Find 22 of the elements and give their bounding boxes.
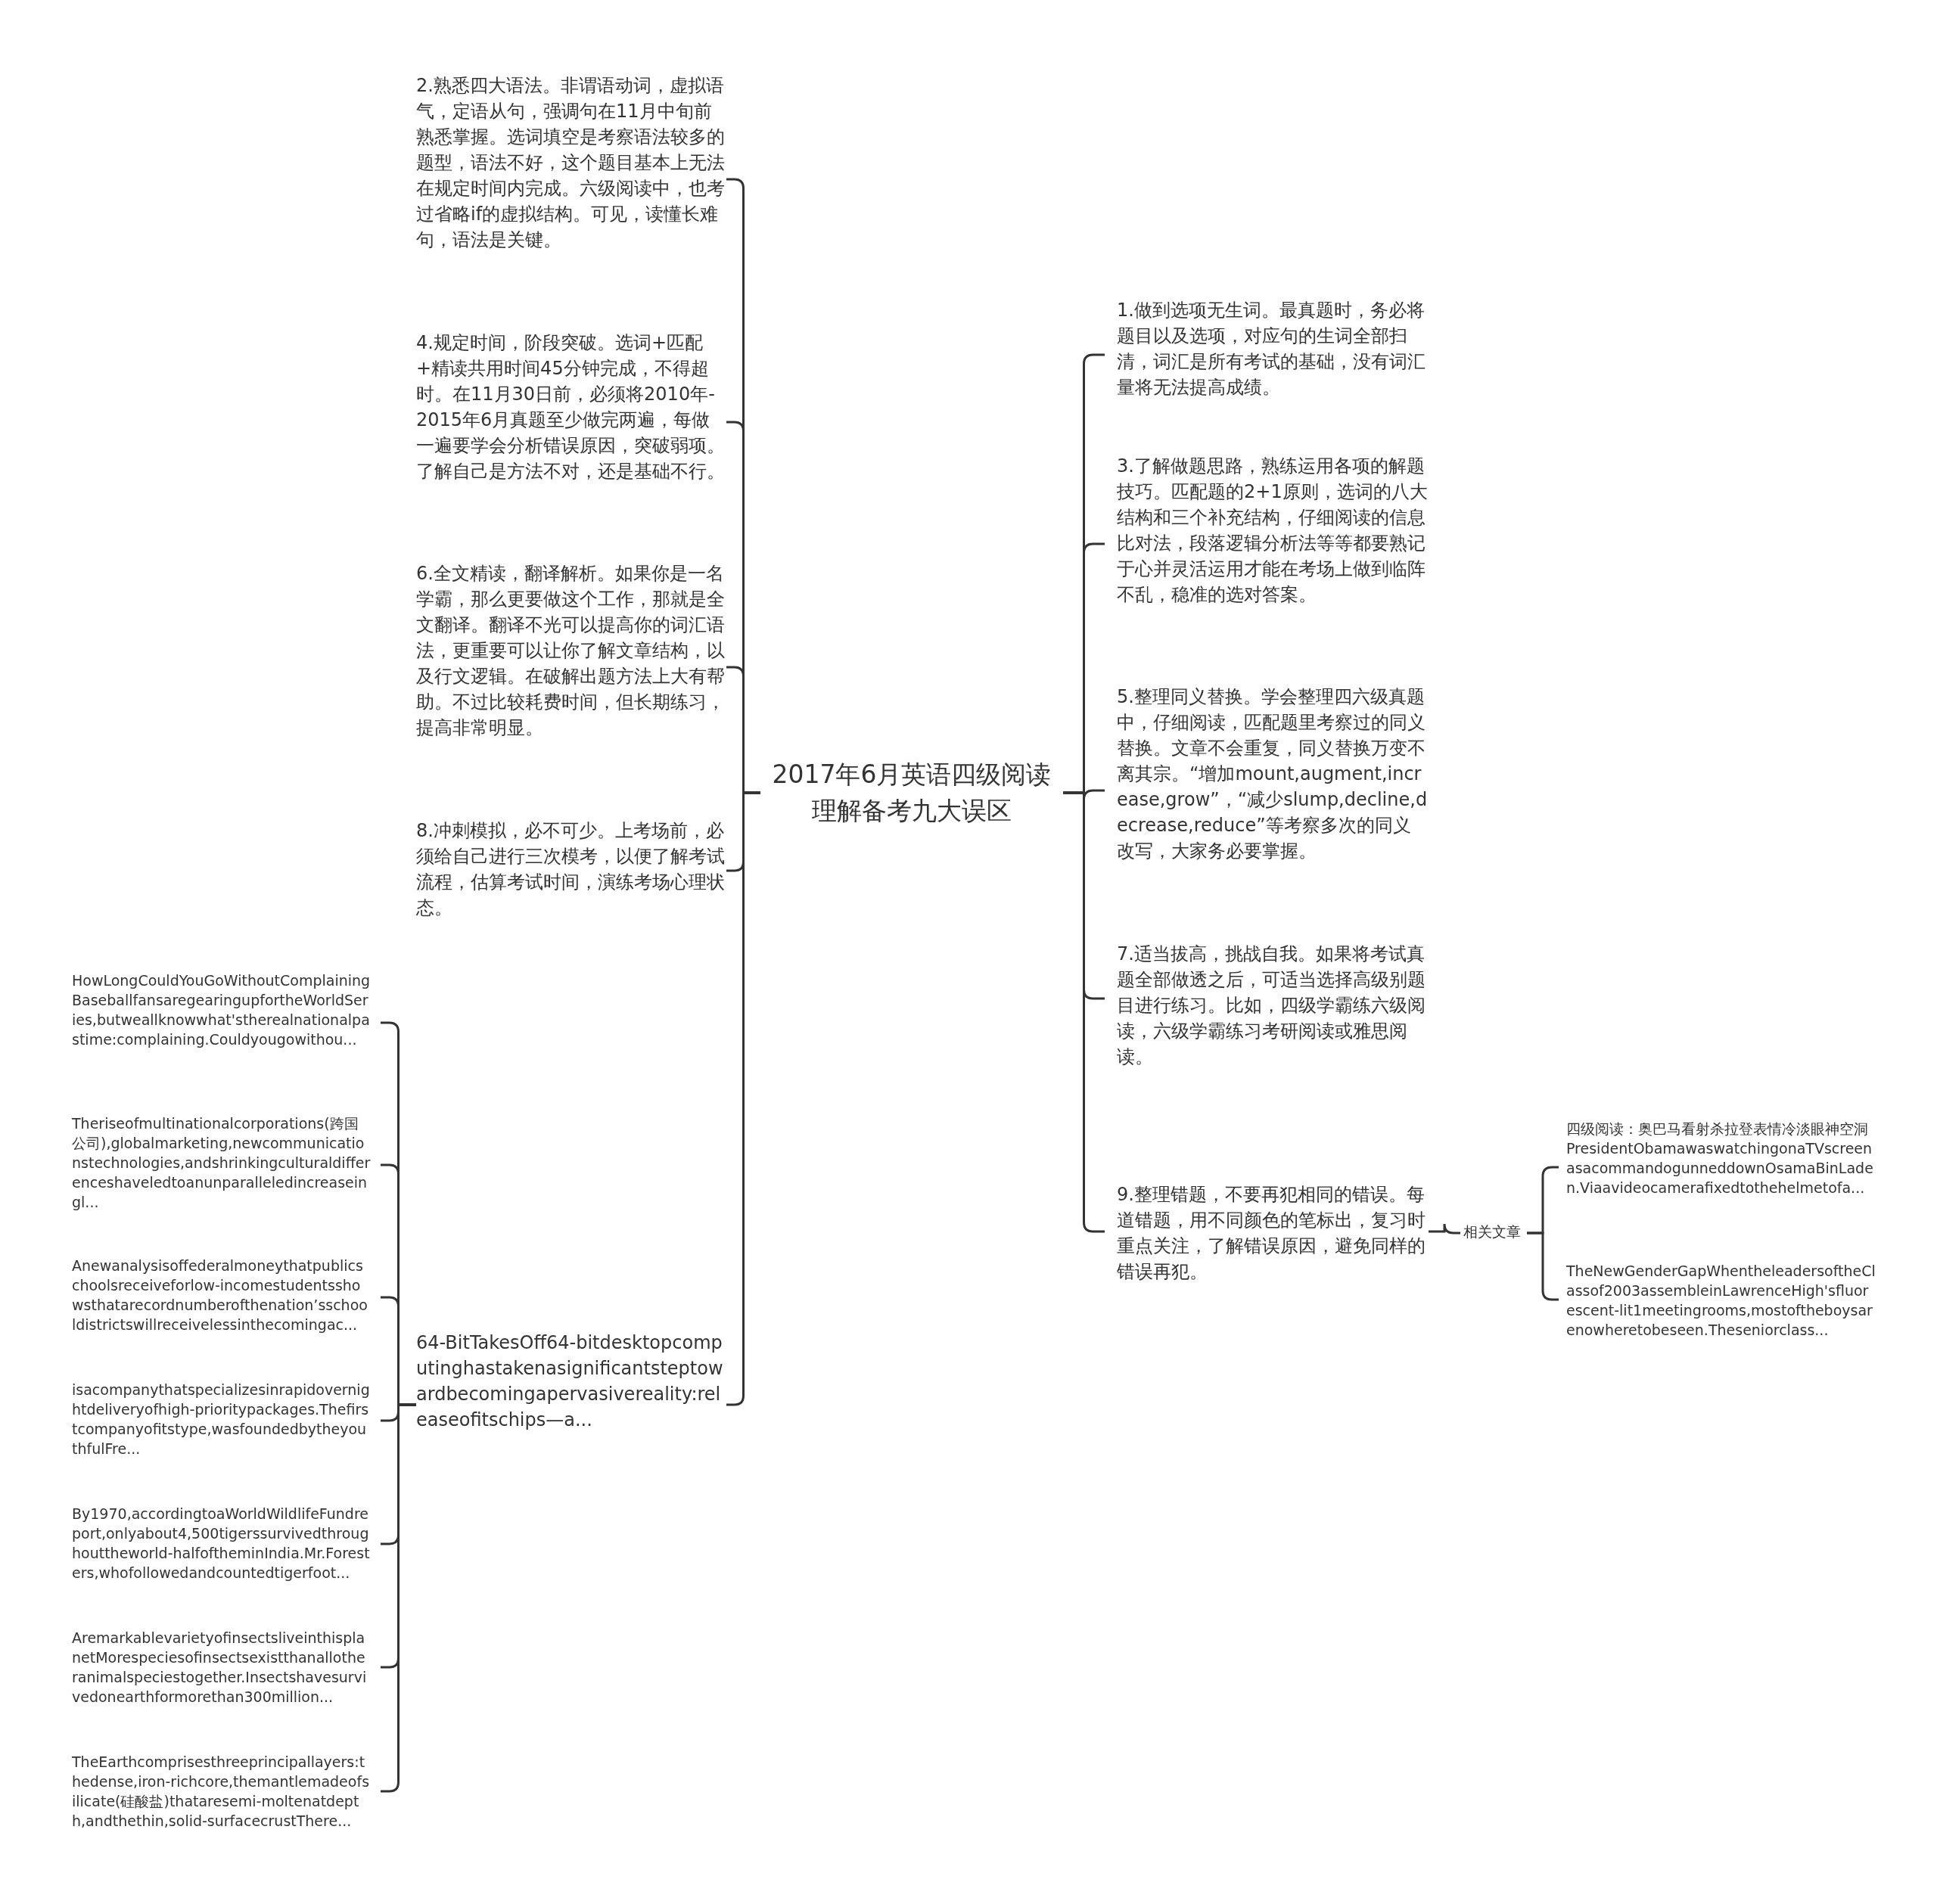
topic-text: 6.全文精读，翻译解析。如果你是一名学霸，那么更要做这个工作，那就是全文翻译。翻译不光可以提高你的词汇语法，更重要可以让你了解文章结构，以及行文逻辑。在破解出题方法上大有帮助。不过比较耗费时间，但长期练习，提高非常明显。: [416, 561, 726, 741]
topic-text: 7.适当拔高，挑战自我。如果将考试真题全部做透之后，可适当选择高级别题目进行练习。比如，四级学霸练六级阅读，六级学霸练习考研阅读或雅思阅读。: [1105, 941, 1429, 1070]
topic-text: 3.了解做题思路，熟练运用各项的解题技巧。匹配题的2+1原则，选词的八大结构和三个补充结构，仔细阅读的信息比对法，段落逻辑分析法等等都要熟记于心并灵活运用才能在考场上做到临阵不乱，稳准的选对答案。: [1105, 453, 1429, 607]
topic-text: TheNewGenderGapWhentheleadersoftheClassof2003assembleinLawrenceHigh'sfluorescent-lit1meetingrooms,mostoftheboysarenowheretobeseen.Theseniorclass...: [1559, 1261, 1876, 1340]
topic-text: 5.整理同义替换。学会整理四六级真题中，仔细阅读，匹配题里考察过的同义替换。文章不会重复，同义替换万变不离其宗。“增加mount,augment,increase,grow”，“减少slump,decline,decrease,reduce”等考察多次的同义改写，大家务必要掌握。: [1105, 684, 1429, 864]
topic-text: 相关文章: [1460, 1222, 1527, 1241]
topic-text: Theriseofmultinationalcorporations(跨国公司),globalmarketing,newcommunicationstechnologies,andshrinkingculturaldifferenceshaveledtoanunparalleledincreaseingl...: [72, 1114, 381, 1212]
topic-text: 8.冲刺模拟，必不可少。上考场前，必须给自己进行三次模考，以便了解考试流程，估算考试时间，演练考场心理状态。: [416, 818, 726, 921]
topic-text: isacompanythatspecializesinrapidovernightdeliveryofhigh-prioritypackages.Thefirstcompanyofitstype,wasfoundedbytheyouthfulFre...: [72, 1380, 381, 1458]
topic-text: By1970,accordingtoaWorldWildlifeFundreport,onlyabout4,500tigerssurvivedthroughouttheworld-halfoftheminIndia.Mr.Foresters,whofollowedandcountedtigerfoot...: [72, 1504, 381, 1583]
topic-text: 4.规定时间，阶段突破。选词+匹配+精读共用时间45分钟完成，不得超时。在11月30日前，必须将2010年-2015年6月真题至少做完两遍，每做一遍要学会分析错误原因，突破弱项。了解自己是方法不对，还是基础不行。: [416, 330, 726, 484]
topic-text: 2.熟悉四大语法。非谓语动词，虚拟语气，定语从句，强调句在11月中旬前熟悉掌握。选词填空是考察语法较多的题型，语法不好，这个题目基本上无法在规定时间内完成。六级阅读中，也考过省略if的虚拟结构。可见，读懂长难句，语法是关键。: [416, 73, 726, 253]
topic-text: TheEarthcomprisesthreeprincipallayers:thedense,iron-richcore,themantlemadeofsilicate(硅酸盐)thataresemi-moltenatdepth,andthethin,solid-surfacecrustThere...: [72, 1752, 381, 1831]
topic-text: AremarkablevarietyofinsectsliveinthisplanetMorespeciesofinsectsexistthanallotheranimalspeciestogether.Insectshavesurvivedonearthformorethan300million...: [72, 1628, 381, 1707]
topic-text: Anewanalysisoffederalmoneythatpublicschoolsreceiveforlow-incomestudentsshowsthatarecordnumberofthenation’sschooldistrictswillreceivelessinthecomingac...: [72, 1256, 381, 1334]
topic-text: 1.做到选项无生词。最真题时，务必将题目以及选项，对应句的生词全部扫清，词汇是所有考试的基础，没有词汇量将无法提高成绩。: [1105, 297, 1429, 400]
central-topic: 2017年6月英语四级阅读理解备考九大误区: [760, 756, 1063, 829]
connector-line: [1429, 1222, 1460, 1235]
topic-text: HowLongCouldYouGoWithoutComplainingBaseballfansaregearingupfortheWorldSeries,butweallknowwhat'stherealnationalpastime:complaining.Couldyougowithou...: [72, 971, 381, 1049]
topic-text: 四级阅读：奥巴马看射杀拉登表情冷淡眼神空洞PresidentObamawaswatchingonaTVscreenasacommandogunneddownOsamaBinLaden.Viaavideocamerafixedtothehelmetofa...: [1559, 1119, 1876, 1197]
topic-text: 9.整理错题，不要再犯相同的错误。每道错题，用不同颜色的笔标出，复习时重点关注，了解错误原因，避免同样的错误再犯。: [1105, 1182, 1429, 1284]
topic-text: 64-BitTakesOff64-bitdesktopcomputinghastakenasignificantsteptowardbecomingapervasivereality:releaseofitschips—a...: [416, 1330, 726, 1433]
